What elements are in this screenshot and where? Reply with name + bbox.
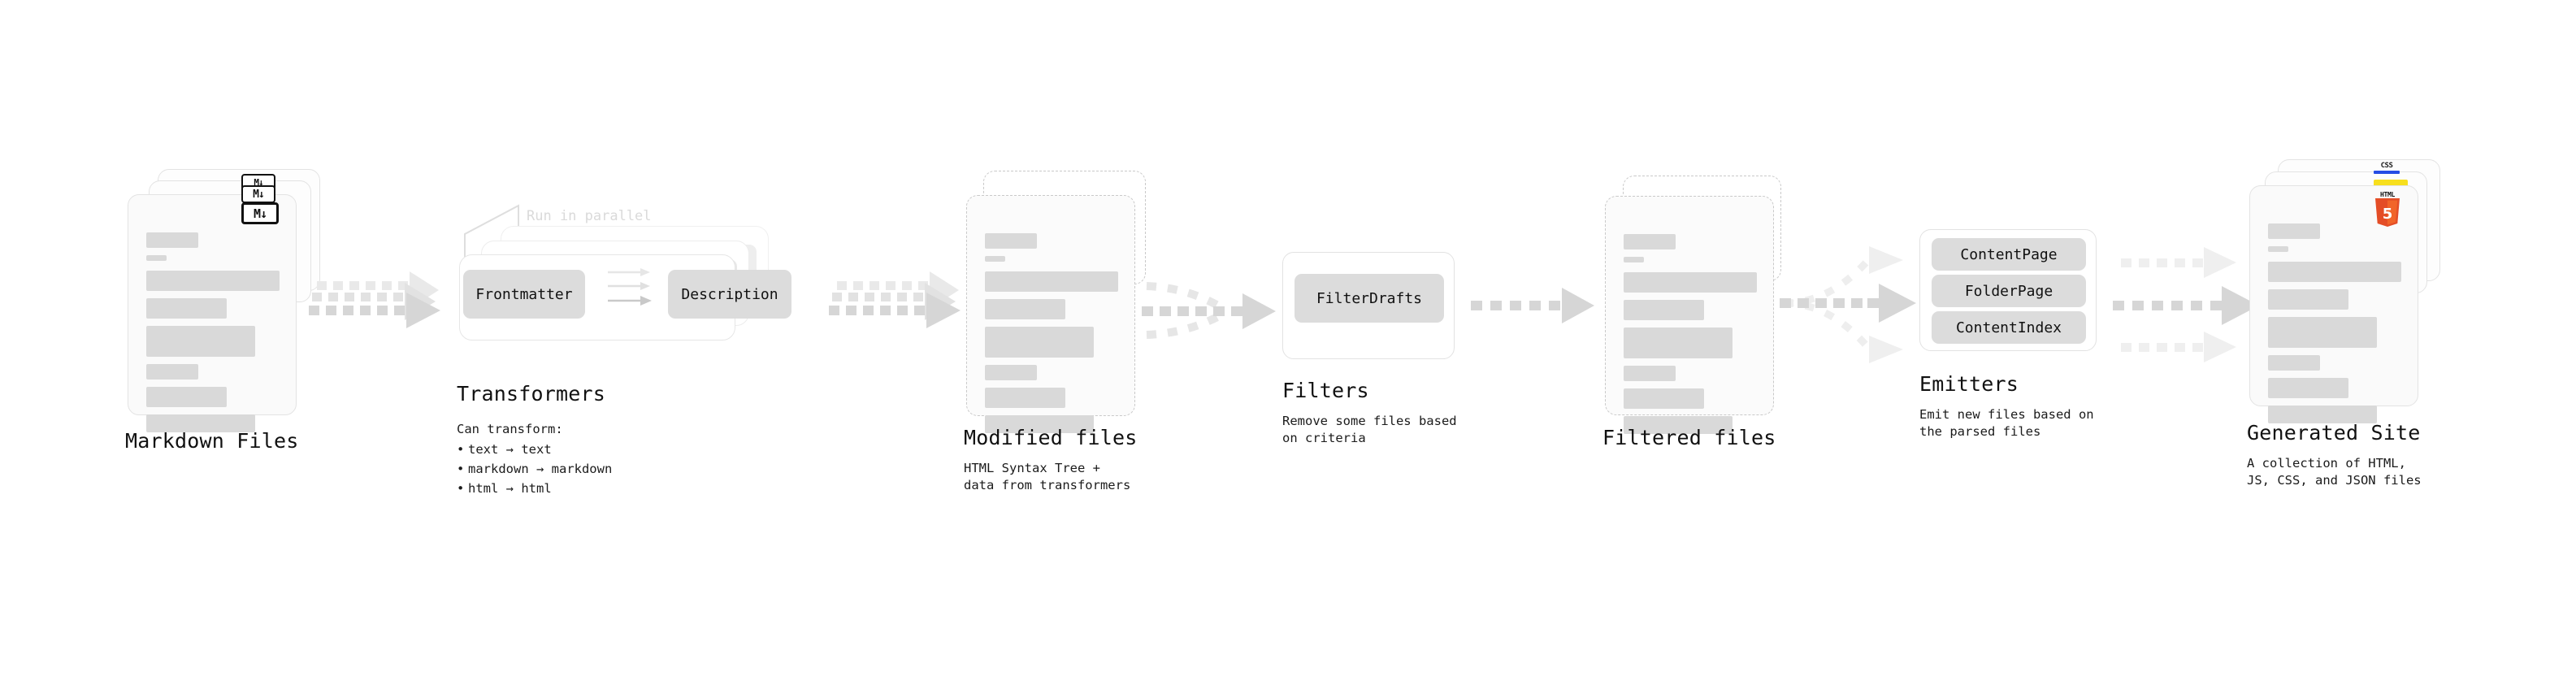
emitters-description: Emit new files based on the parsed files [1919,407,2094,439]
transformers-bullet-1: markdown → markdown [457,459,612,479]
markdown-card-front [128,194,297,432]
connector-md-to-transformers [309,271,440,328]
markdown-card-content [146,232,280,440]
css-badge-label: CSS [2380,162,2393,170]
connector-transformers-to-modified [829,271,961,328]
connector-filters-to-filtered [1471,288,1594,323]
transformers-bullet-2: html → html [457,479,612,498]
modified-files-title: Modified files [964,426,1138,449]
chip-contentindex[interactable]: ContentIndex [1932,311,2086,344]
generated-site-description: A collection of HTML, JS, CSS, and JSON … [2247,456,2422,488]
filtered-card-content [1624,234,1757,441]
modified-card-content [985,233,1118,440]
transformer-inner-arrows [608,268,652,306]
css-badge-bar [2374,171,2400,174]
chip-folderpage-label: FolderPage [1964,282,2053,300]
connector-emitters-to-site [2113,247,2259,362]
filters-description: Remove some files based on criteria [1282,414,1457,445]
chip-filterdrafts[interactable]: FilterDrafts [1295,274,1444,323]
chip-contentpage[interactable]: ContentPage [1932,238,2086,271]
modified-card-front [966,195,1135,433]
chip-description[interactable]: Description [668,270,791,319]
connector-modified-to-filters [1142,282,1276,339]
generated-site-title: Generated Site [2247,421,2421,445]
html5-shield-icon: 5 [2375,198,2400,227]
filters-box: FilterDrafts [1282,252,1455,359]
run-in-parallel-label: Run in parallel [527,208,652,224]
markdown-badge-mid-label: M↓ [253,188,265,201]
filtered-files-title: Filtered files [1602,426,1776,449]
emitters-box: ContentPage FolderPage ContentIndex [1919,229,2097,351]
svg-text:5: 5 [2383,206,2393,223]
markdown-badge-back-label: M↓ [254,176,263,188]
chip-contentindex-label: ContentIndex [1955,319,2062,336]
chip-folderpage[interactable]: FolderPage [1932,275,2086,307]
filtered-card-front [1605,196,1774,434]
emitters-title: Emitters [1919,372,2019,396]
markdown-badge-mid: M↓ [241,185,275,203]
connector-filtered-to-emitters [1780,246,1916,363]
chip-filterdrafts-label: FilterDrafts [1316,289,1423,307]
chip-frontmatter-label: Frontmatter [475,285,573,303]
filters-title: Filters [1282,379,1369,402]
run-in-parallel-bracket [464,204,519,262]
transformers-bullets-heading: Can transform: [457,422,563,436]
html5-badge-wordmark: HTML [2379,191,2396,198]
chip-description-label: Description [681,285,778,303]
chip-contentpage-label: ContentPage [1960,245,2058,263]
site-card-content [2268,223,2401,431]
transformers-title: Transformers [457,382,606,406]
transformers-bullets: Can transform: text → text markdown → ma… [457,419,612,498]
markdown-badge: M↓ [241,202,279,224]
chip-frontmatter[interactable]: Frontmatter [463,270,585,319]
modified-files-description: HTML Syntax Tree + data from transformer… [964,461,1131,492]
markdown-badge-label: M↓ [253,206,267,221]
css-badge: CSS [2374,162,2400,176]
html5-badge: HTML 5 [2374,191,2401,227]
transformers-bullet-0: text → text [457,440,612,459]
markdown-files-title: Markdown Files [125,429,299,453]
